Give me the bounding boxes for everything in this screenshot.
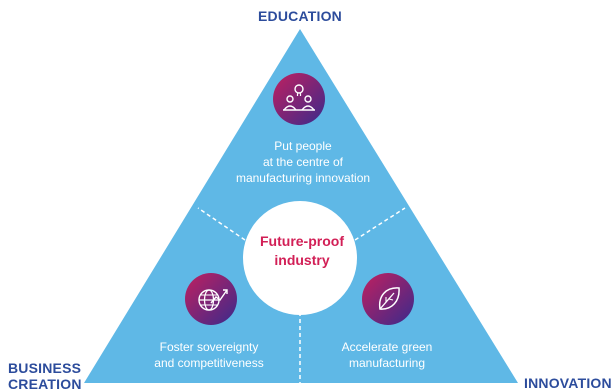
leaf-icon [362,273,414,325]
divider-right [354,207,406,241]
sector-text-sovereignty: Foster sovereignty and competitiveness [124,339,294,371]
people-bulb-icon [273,73,325,125]
divider-left [197,207,246,241]
sector-text-sovereignty-line1: Foster sovereignty [159,340,259,354]
corner-label-business-creation: BUSINESS CREATION [8,360,82,392]
center-label-line2: industry [274,252,330,268]
sector-text-green-line2: manufacturing [348,356,426,370]
corner-label-education: EDUCATION [258,8,342,24]
sector-text-green-line1: Accelerate green [341,340,433,354]
sector-text-people: Put people at the centre of manufacturin… [218,138,388,186]
sector-text-people-line2: at the centre of [262,155,344,169]
sector-text-people-line1: Put people [274,139,332,153]
sector-text-green: Accelerate green manufacturing [302,339,472,371]
center-label-line1: Future-proof [260,233,344,249]
sector-text-sovereignty-line2: and competitiveness [154,356,264,370]
center-circle [243,201,357,315]
sector-text-people-line3: manufacturing innovation [235,171,371,185]
center-label: Future-proof industry [242,232,362,270]
globe-growth-icon [185,273,237,325]
corner-label-innovation: INNOVATION [524,375,612,391]
